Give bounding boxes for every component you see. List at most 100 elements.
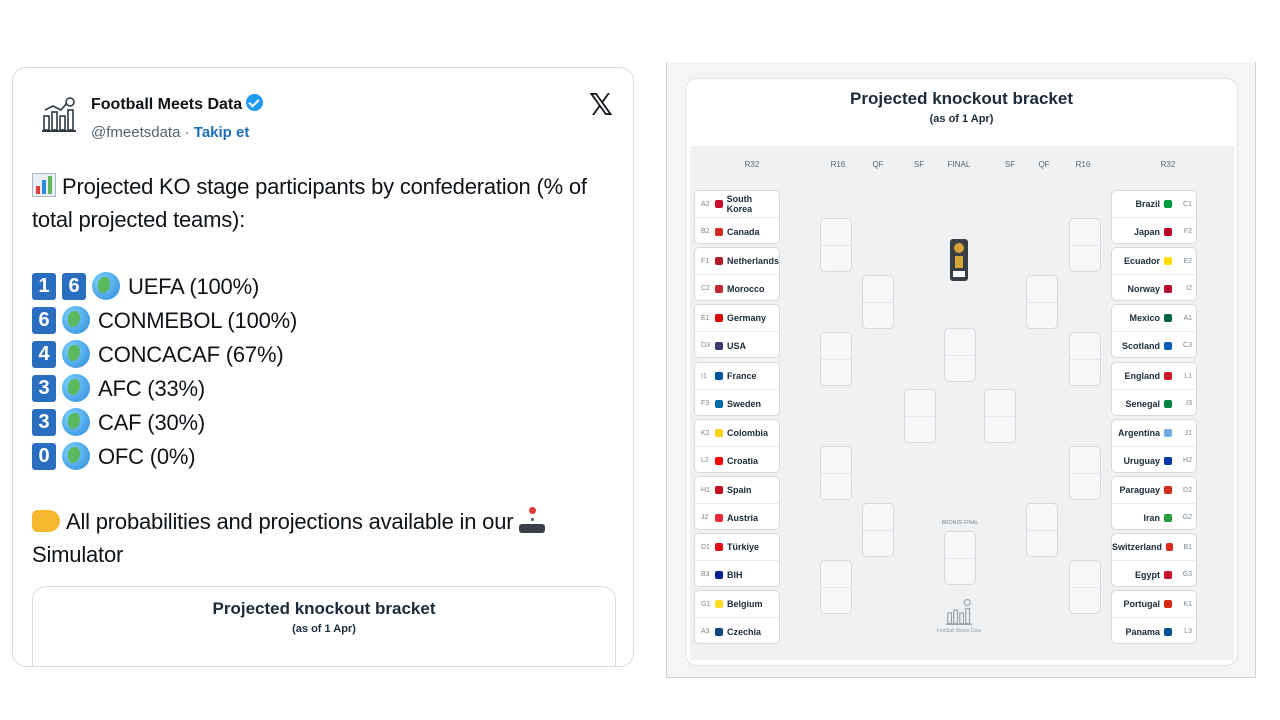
team-name: Iran	[1143, 512, 1160, 523]
empty-match-slot[interactable]	[1069, 446, 1101, 500]
tweet-text: Projected KO stage participants by confe…	[32, 170, 632, 571]
team-row[interactable]: I1 France	[695, 363, 779, 390]
team-name: Belgium	[727, 599, 763, 609]
author-handle[interactable]: @fmeetsdata	[91, 124, 181, 141]
empty-match-slot[interactable]	[862, 503, 894, 557]
round-label-left: SF	[913, 160, 925, 169]
bar-chart-emoji-icon	[32, 173, 56, 197]
empty-match-slot[interactable]	[862, 275, 894, 329]
empty-match-slot[interactable]	[904, 389, 936, 443]
country-flag-icon	[715, 627, 723, 636]
country-flag-icon	[714, 257, 723, 265]
team-name: England	[1124, 371, 1161, 381]
football-meets-data-logo-icon	[946, 598, 972, 625]
empty-match-slot[interactable]	[1069, 218, 1101, 272]
bracket-subtitle: (as of 1 Apr)	[929, 113, 994, 125]
group-position-code: F1	[701, 257, 710, 265]
empty-match-slot[interactable]	[1026, 503, 1058, 557]
country-flag-icon	[1164, 257, 1172, 265]
empty-match-slot[interactable]	[984, 389, 1016, 443]
number-keycap-icon: 4	[32, 340, 56, 368]
number-keycap-icon: 3	[32, 374, 56, 402]
empty-match-slot[interactable]	[820, 218, 852, 272]
team-name: Morocco	[727, 283, 765, 294]
team-row[interactable]: G1 Belgium	[695, 591, 779, 618]
analytics-logo-icon[interactable]	[39, 96, 79, 136]
empty-match-slot[interactable]	[944, 328, 976, 382]
country-flag-icon	[1164, 570, 1172, 579]
follow-button[interactable]: Takip et	[193, 124, 250, 141]
empty-match-slot[interactable]	[944, 531, 976, 585]
number-keycap-icon: 0	[32, 442, 56, 470]
empty-match-slot[interactable]	[1069, 560, 1101, 614]
group-position-code: A1	[1183, 314, 1192, 322]
empty-match-slot[interactable]	[820, 560, 852, 614]
number-keycap-icon: 6	[62, 272, 86, 300]
team-name: South Korea	[726, 194, 753, 214]
team-name: France	[727, 371, 757, 381]
intro-text: Projected KO stage participants by confe…	[32, 174, 587, 232]
author-name[interactable]: Football Meets Data	[91, 94, 264, 114]
empty-match-slot[interactable]	[820, 332, 852, 386]
round-label-left: QF	[872, 160, 884, 169]
team-name: Panama	[1125, 626, 1160, 637]
x-logo-icon[interactable]: 𝕏	[588, 88, 613, 123]
group-position-code: E1	[701, 314, 710, 322]
verified-badge-icon	[246, 94, 264, 111]
confederation-label: OFC (0%)	[98, 443, 196, 469]
author-name-text[interactable]: Football Meets Data	[91, 96, 243, 113]
empty-match-slot[interactable]	[1026, 275, 1058, 329]
group-position-code: I1	[701, 372, 707, 380]
empty-match-slot[interactable]	[820, 446, 852, 500]
empty-match-slot[interactable]	[1069, 332, 1101, 386]
embedded-image-preview[interactable]: Projected knockout bracket (as of 1 Apr)	[32, 586, 616, 666]
group-position-code: G1	[701, 600, 711, 608]
